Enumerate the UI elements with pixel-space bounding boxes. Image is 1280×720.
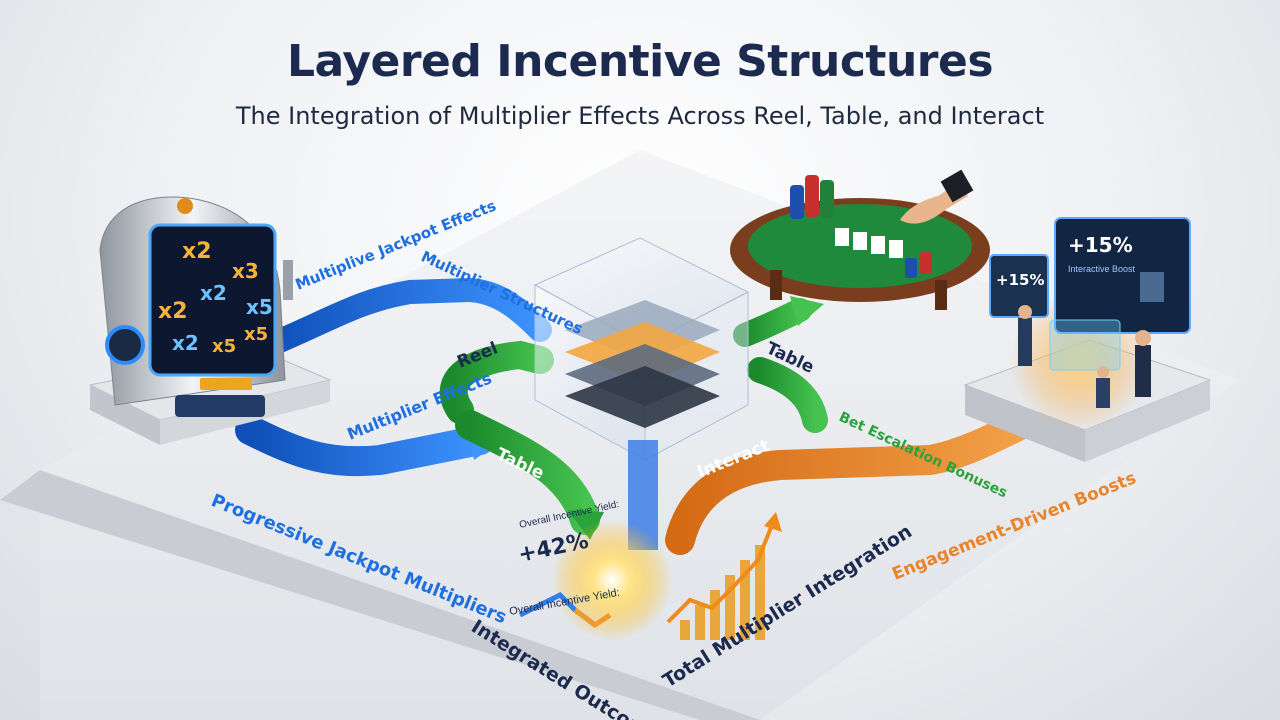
- person-child: [1096, 378, 1110, 408]
- blue-flow-upper: [258, 277, 552, 357]
- platform-edge: [0, 470, 760, 720]
- reel-symbol-2: x3: [232, 259, 259, 283]
- station-small-screen[interactable]: [989, 254, 1049, 318]
- green-arrow-down-head: [568, 510, 604, 540]
- green-arrow-right-head: [790, 296, 824, 326]
- dealer-sleeve: [940, 169, 974, 203]
- left-trend-line-orange: [573, 608, 612, 629]
- slot-machine-base-side: [90, 385, 160, 445]
- chip-stack-front-red: [920, 252, 932, 274]
- slot-machine-button[interactable]: [200, 378, 252, 390]
- poker-table: [730, 169, 990, 310]
- bar-6: [755, 545, 765, 640]
- blue-flow-lower: [235, 415, 495, 477]
- person-right: [1135, 345, 1151, 397]
- green-flow-loop: [439, 340, 554, 424]
- reel-symbol-8: x5: [244, 324, 268, 345]
- bar-2: [695, 605, 705, 640]
- station-big-screen[interactable]: [1054, 217, 1191, 334]
- reel-symbol-1: x2: [182, 239, 212, 264]
- reel-symbol-3: x2: [158, 299, 188, 324]
- left-trend-chart: [518, 591, 612, 629]
- person-left: [1018, 318, 1032, 366]
- orange-flow: [665, 405, 1045, 555]
- right-bar-chart: [666, 512, 782, 640]
- card-3: [871, 236, 885, 254]
- station-avatar: [1140, 272, 1164, 302]
- bar-3: [710, 590, 720, 640]
- station-base-front: [1085, 380, 1210, 462]
- page-subtitle: The Integration of Multiplier Effects Ac…: [235, 102, 1045, 130]
- station-caption: Interactive Boost: [1068, 264, 1136, 274]
- reel-symbol-6: x2: [172, 331, 199, 355]
- card-4: [889, 240, 903, 258]
- green-flow-table: [747, 357, 828, 433]
- poker-table-leg-left: [770, 270, 782, 300]
- poker-table-leg-right: [935, 280, 947, 310]
- reel-symbol-5: x5: [246, 295, 273, 319]
- chip-stack-front-blue: [905, 258, 917, 278]
- station-small-value: +15%: [996, 271, 1044, 289]
- slot-machine: x2 x3 x2 x2 x5 x2 x5 x5: [88, 196, 332, 445]
- slot-machine-button-panel: [175, 395, 265, 417]
- bar-5: [740, 560, 750, 640]
- energy-burst: [552, 520, 672, 640]
- slot-machine-screen: [148, 223, 277, 377]
- bar-1: [680, 620, 690, 640]
- green-flow-down: [455, 410, 600, 535]
- interactive-station: +15% Interactive Boost +15%: [963, 217, 1212, 462]
- reel-symbol-4: x2: [200, 281, 227, 305]
- person-child-head: [1097, 366, 1109, 378]
- station-floor-panel[interactable]: [1049, 319, 1121, 371]
- person-right-head: [1135, 330, 1151, 346]
- cube-layer-4: [565, 366, 720, 428]
- card-1: [835, 228, 849, 246]
- right-trend-arrow: [764, 512, 782, 532]
- card-2: [853, 232, 867, 250]
- page-title: Layered Incentive Structures: [286, 36, 994, 87]
- station-big-value: +15%: [1068, 233, 1133, 257]
- person-left-head: [1018, 305, 1032, 319]
- reel-symbol-7: x5: [212, 336, 236, 357]
- chip-stack-green: [820, 180, 834, 218]
- slot-machine-dial: [105, 325, 145, 365]
- chip-stack-red: [805, 175, 819, 217]
- slot-machine-lamp: [177, 198, 193, 214]
- right-trend-line: [666, 524, 774, 624]
- slot-machine-lever: [283, 260, 293, 300]
- station-base-side: [965, 385, 1085, 462]
- chip-stack-blue: [790, 185, 804, 219]
- bar-4: [725, 575, 735, 640]
- central-glass-cube: [533, 237, 750, 550]
